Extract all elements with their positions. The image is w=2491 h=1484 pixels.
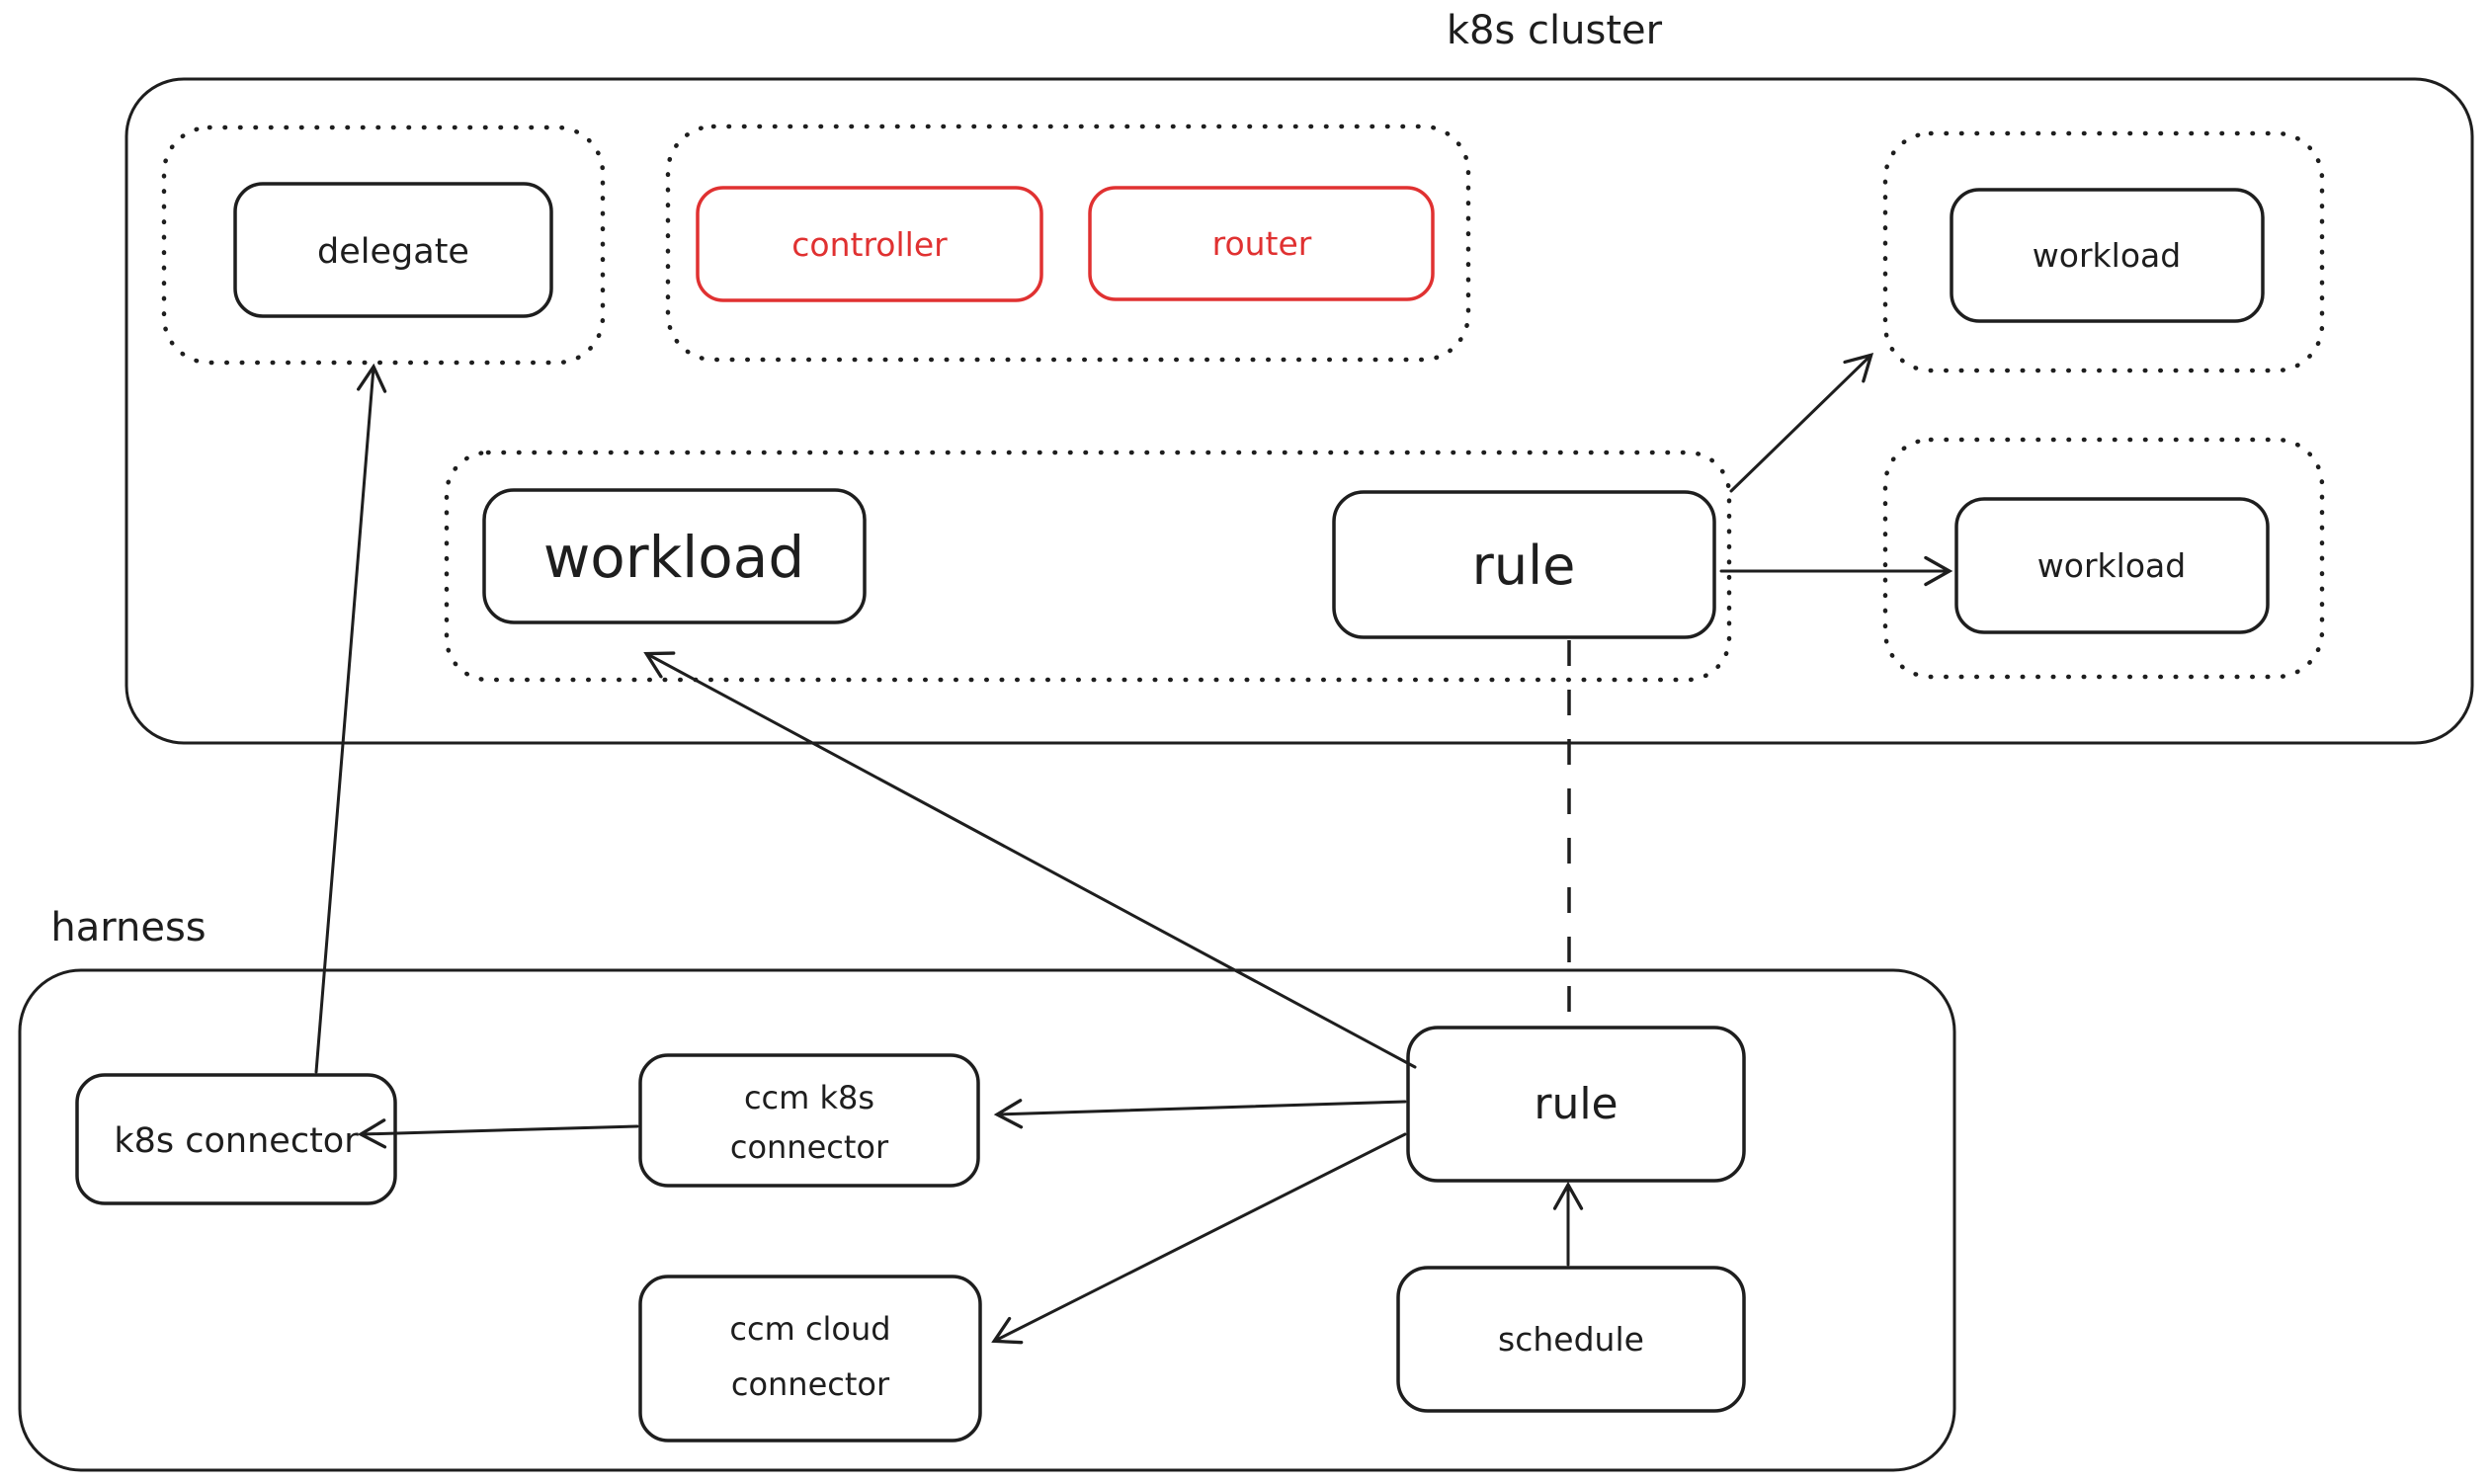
- workload-mid-right-label: workload: [2037, 546, 2186, 585]
- workload-mid-right-box: [1954, 497, 2270, 634]
- node-workload-top-right: workload: [1950, 188, 2265, 323]
- node-controller: controller: [696, 186, 1043, 302]
- workload-top-right-pod-dotted-border: [1882, 130, 2325, 373]
- arrow-rule-harness-to-ccm-k8s-connector: [998, 1102, 1407, 1114]
- node-rule-cluster: rule: [1332, 490, 1716, 639]
- schedule-box: [1396, 1266, 1746, 1413]
- rule-harness-box: [1406, 1026, 1746, 1183]
- workload-top-right-box: [1950, 188, 2265, 323]
- harness-label: harness: [50, 905, 206, 950]
- harness-border: [18, 968, 1956, 1472]
- workload-mid-right-pod-dotted-border: [1882, 437, 2325, 680]
- controller-router-pod-dotted-border: [665, 124, 1471, 363]
- k8s-connector-label: k8s connector: [114, 1121, 359, 1161]
- ccm-k8s-connector-box: [638, 1053, 980, 1188]
- arrow-rule-harness-to-ccm-cloud-connector: [995, 1132, 1407, 1341]
- node-ccm-k8s-connector: ccm k8s connector: [638, 1053, 980, 1188]
- k8s-cluster-label: k8s cluster: [1447, 8, 1663, 53]
- ccm-cloud-connector-label-line2: connector: [731, 1365, 890, 1403]
- workload-main-label: workload: [543, 524, 804, 591]
- rule-cluster-label: rule: [1472, 535, 1576, 597]
- arrow-ccm-k8s-to-k8s-connector: [362, 1126, 639, 1134]
- arrow-rule-harness-to-workload-main: [647, 654, 1417, 1069]
- rule-cluster-box: [1332, 490, 1716, 639]
- delegate-box: [233, 182, 553, 318]
- ccm-k8s-connector-label-line2: connector: [730, 1128, 889, 1166]
- rule-harness-label: rule: [1534, 1079, 1618, 1129]
- k8s-cluster-border: [125, 77, 2474, 745]
- node-rule-harness: rule: [1406, 1026, 1746, 1183]
- arrow-k8s-connector-to-delegate: [314, 368, 374, 1074]
- ccm-k8s-connector-label-line1: ccm k8s: [744, 1079, 874, 1116]
- controller-box: [696, 186, 1043, 302]
- node-k8s-connector: k8s connector: [75, 1073, 397, 1205]
- schedule-label: schedule: [1498, 1320, 1644, 1359]
- node-ccm-cloud-connector: ccm cloud connector: [638, 1275, 982, 1443]
- node-schedule: schedule: [1396, 1266, 1746, 1413]
- node-workload-main: workload: [482, 488, 867, 624]
- router-box: [1088, 186, 1435, 301]
- router-label: router: [1212, 224, 1312, 263]
- arrow-pod-to-workload-top-right: [1729, 356, 1870, 493]
- node-delegate: delegate: [233, 182, 553, 318]
- k8s-connector-box: [75, 1073, 397, 1205]
- node-router: router: [1088, 186, 1435, 301]
- node-workload-mid-right: workload: [1954, 497, 2270, 634]
- delegate-label: delegate: [317, 232, 469, 272]
- workload-rule-pod-dotted-border: [444, 450, 1732, 683]
- ccm-cloud-connector-box: [638, 1275, 982, 1443]
- delegate-pod-dotted-border: [161, 124, 606, 366]
- controller-label: controller: [791, 225, 948, 264]
- workload-main-box: [482, 488, 867, 624]
- workload-top-right-label: workload: [2033, 236, 2181, 275]
- ccm-cloud-connector-label-line1: ccm cloud: [729, 1310, 890, 1348]
